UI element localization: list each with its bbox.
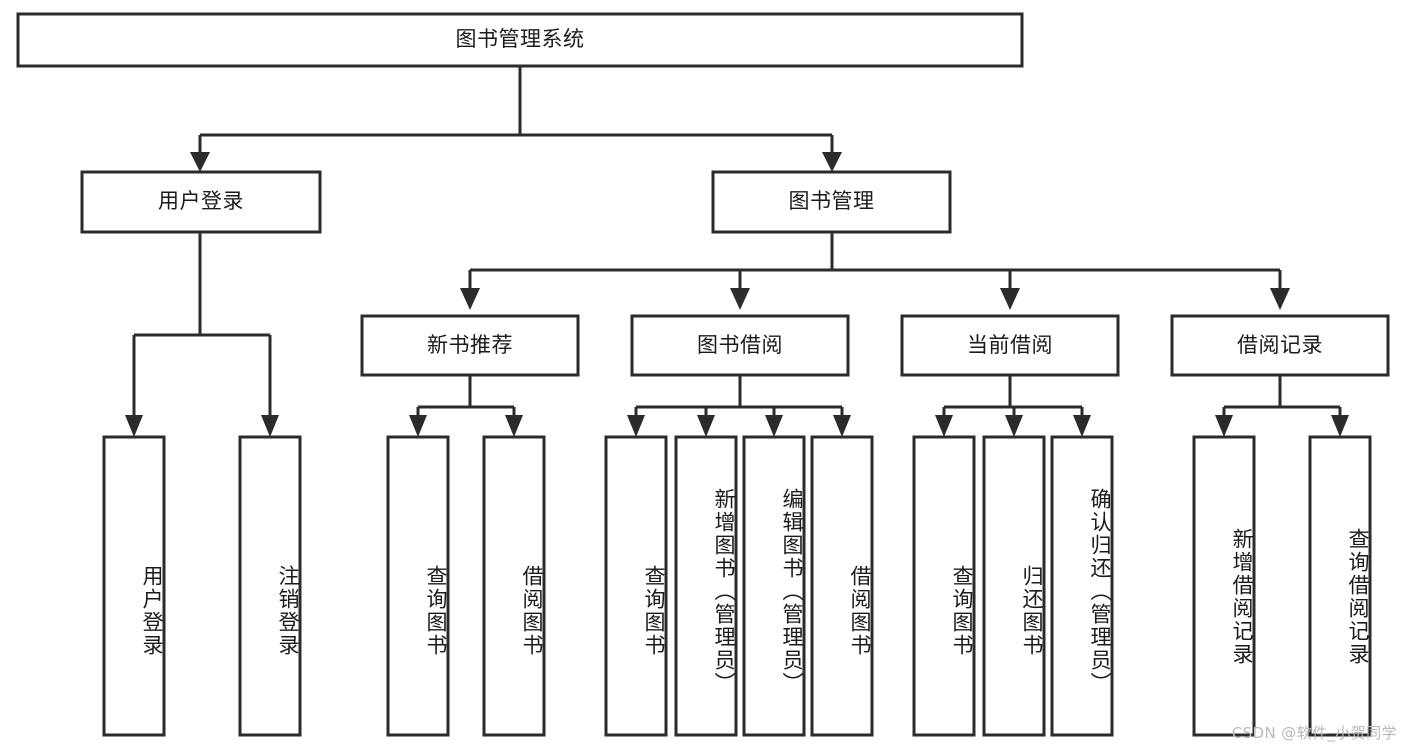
node-box-leaf-add-record[interactable] (1192, 435, 1256, 737)
edge-group-root (190, 66, 842, 172)
node-box-book-manage[interactable] (711, 170, 952, 234)
node-box-leaf-confirm-return[interactable] (1050, 435, 1114, 737)
node-box-root[interactable] (16, 12, 1024, 68)
node-box-book-borrow[interactable] (630, 314, 850, 377)
node-box-new-book-rec[interactable] (360, 314, 580, 377)
arrow-head-new-book-rec (460, 288, 480, 310)
edge-group-current-borrow (935, 375, 1091, 437)
node-box-leaf-edit-book[interactable] (742, 435, 806, 737)
edge-group-user-login (125, 232, 279, 437)
arrow-head-leaf-logout (261, 415, 279, 437)
node-box-leaf-query-record[interactable] (1308, 435, 1372, 737)
arrow-head-borrow-record (1270, 288, 1290, 310)
arrow-head-user-login (190, 152, 210, 172)
arrow-head-leaf-add-record (1215, 415, 1233, 437)
node-box-borrow-record[interactable] (1170, 314, 1390, 377)
node-box-leaf-query-book-c[interactable] (912, 435, 976, 737)
arrow-head-book-borrow (730, 288, 750, 310)
edge-group-borrow-record (1215, 375, 1349, 437)
arrow-head-leaf-confirm-return (1073, 415, 1091, 437)
arrow-head-leaf-query-book-b (627, 415, 645, 437)
edge-group-book-manage (460, 232, 1290, 310)
node-box-leaf-query-book-b[interactable] (604, 435, 668, 737)
arrow-head-leaf-query-book-c (935, 415, 953, 437)
node-box-user-login[interactable] (80, 170, 322, 234)
arrow-head-book-manage (822, 152, 842, 172)
arrow-head-leaf-edit-book (765, 415, 783, 437)
node-box-leaf-add-book[interactable] (674, 435, 738, 737)
arrow-head-leaf-query-record (1331, 415, 1349, 437)
node-box-leaf-return-book[interactable] (982, 435, 1046, 737)
arrow-head-leaf-query-book-a (409, 415, 427, 437)
watermark-text: CSDN @软件_小贺同学 (1231, 724, 1397, 742)
node-box-leaf-borrow-book-a[interactable] (482, 435, 546, 737)
arrow-head-leaf-add-book (697, 415, 715, 437)
arrow-head-leaf-borrow-book-a (505, 415, 523, 437)
node-box-leaf-query-book-a[interactable] (386, 435, 450, 737)
edge-group-new-book-rec (409, 375, 523, 437)
arrow-head-leaf-borrow-book-b (833, 415, 851, 437)
node-box-leaf-logout[interactable] (238, 435, 302, 737)
arrow-head-leaf-user-login (125, 415, 143, 437)
edge-group-book-borrow (627, 375, 851, 437)
arrow-head-leaf-return-book (1005, 415, 1023, 437)
arrow-head-current-borrow (1000, 288, 1020, 310)
node-box-current-borrow[interactable] (900, 314, 1120, 377)
node-box-leaf-borrow-book-b[interactable] (810, 435, 874, 737)
node-box-leaf-user-login[interactable] (102, 435, 166, 737)
